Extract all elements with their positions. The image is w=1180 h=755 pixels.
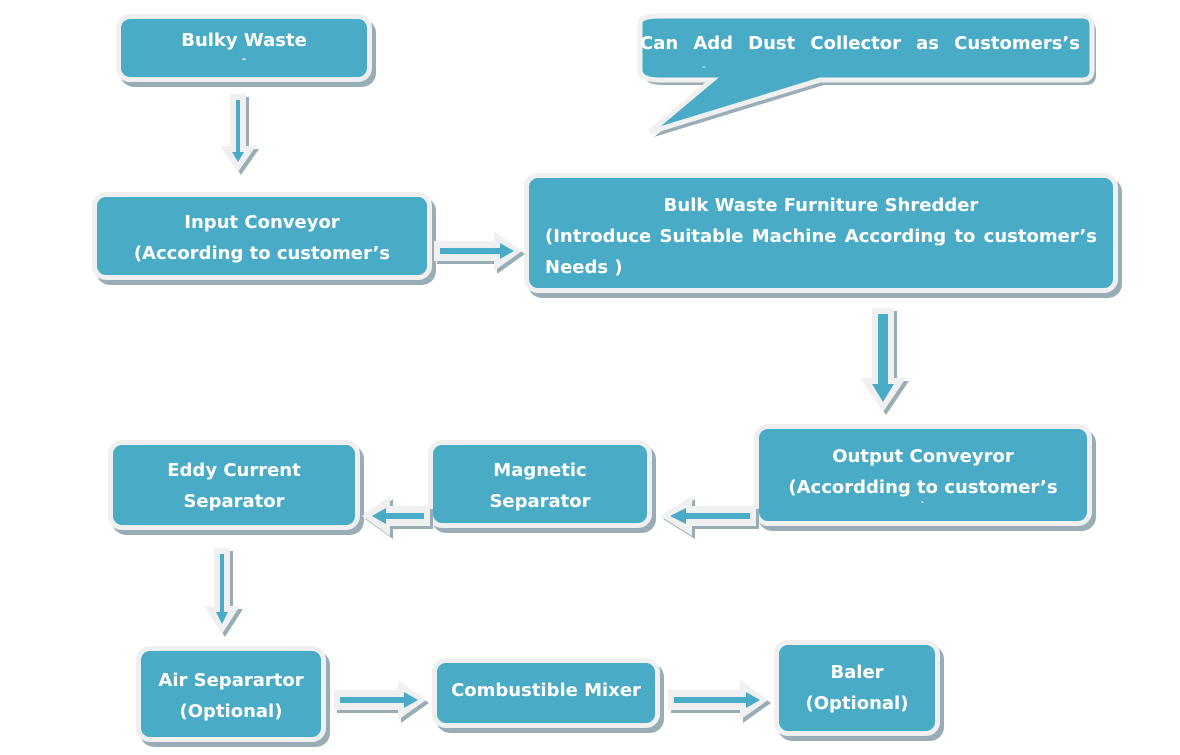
node-trailing-mark: ` <box>920 501 926 512</box>
node-label: Bulky Waste <box>181 30 307 51</box>
node-label: Air Separartor <box>158 670 304 691</box>
node-label: Baler <box>830 662 884 683</box>
node-label: Output Conveyror <box>832 446 1014 467</box>
node-baler: Baler (Optional) <box>774 640 940 736</box>
node-shredder: Bulk Waste Furniture Shredder (Introduce… <box>524 173 1118 293</box>
arrow-mixer-to-baler <box>668 680 771 723</box>
node-label: (Introduce Suitable Machine According to… <box>545 226 1097 247</box>
node-eddy-current-separator: Eddy Current Separator <box>108 440 360 530</box>
node-air-separator: Air Separartor (Optional) <box>136 646 326 742</box>
node-magnetic-separator: Magnetic Separator <box>428 440 652 528</box>
node-label: Combustible Mixer <box>451 680 641 701</box>
callout-text: Can Add Dust Collector as Customers’s <box>640 33 1080 54</box>
arrow-magnetic-to-eddy <box>362 496 433 539</box>
node-label: (Optional) <box>805 693 909 714</box>
arrow-input-to-shredder <box>434 231 525 274</box>
node-label: Needs ) <box>545 257 623 278</box>
node-label: Separator <box>489 491 591 512</box>
arrow-eddy-to-air <box>204 548 243 637</box>
arrow-shredder-to-output <box>860 308 909 415</box>
callout-trailing-mark: - <box>702 62 706 73</box>
node-output-conveyor: Output Conveyror (Accordding to customer… <box>754 424 1092 526</box>
node-label: Input Conveyor <box>184 212 340 233</box>
node-label: Separator <box>183 491 285 512</box>
node-combustible-mixer: Combustible Mixer <box>432 658 660 728</box>
arrow-bulky-to-input <box>220 94 259 175</box>
node-label: Bulk Waste Furniture Shredder <box>663 195 979 216</box>
node-input-conveyor: Input Conveyor (According to customer’s <box>92 192 432 280</box>
arrow-output-to-magnetic <box>660 496 759 539</box>
node-trailing-mark: - <box>241 54 247 65</box>
node-bulky-waste: Bulky Waste - <box>116 14 372 82</box>
node-label: Magnetic <box>493 460 587 481</box>
node-label: (Optional) <box>179 701 283 722</box>
node-label: (According to customer’s <box>133 243 391 264</box>
node-label: Eddy Current <box>167 460 301 481</box>
node-label: (Accordding to customer’s <box>788 477 1058 498</box>
arrow-air-to-mixer <box>334 680 429 723</box>
